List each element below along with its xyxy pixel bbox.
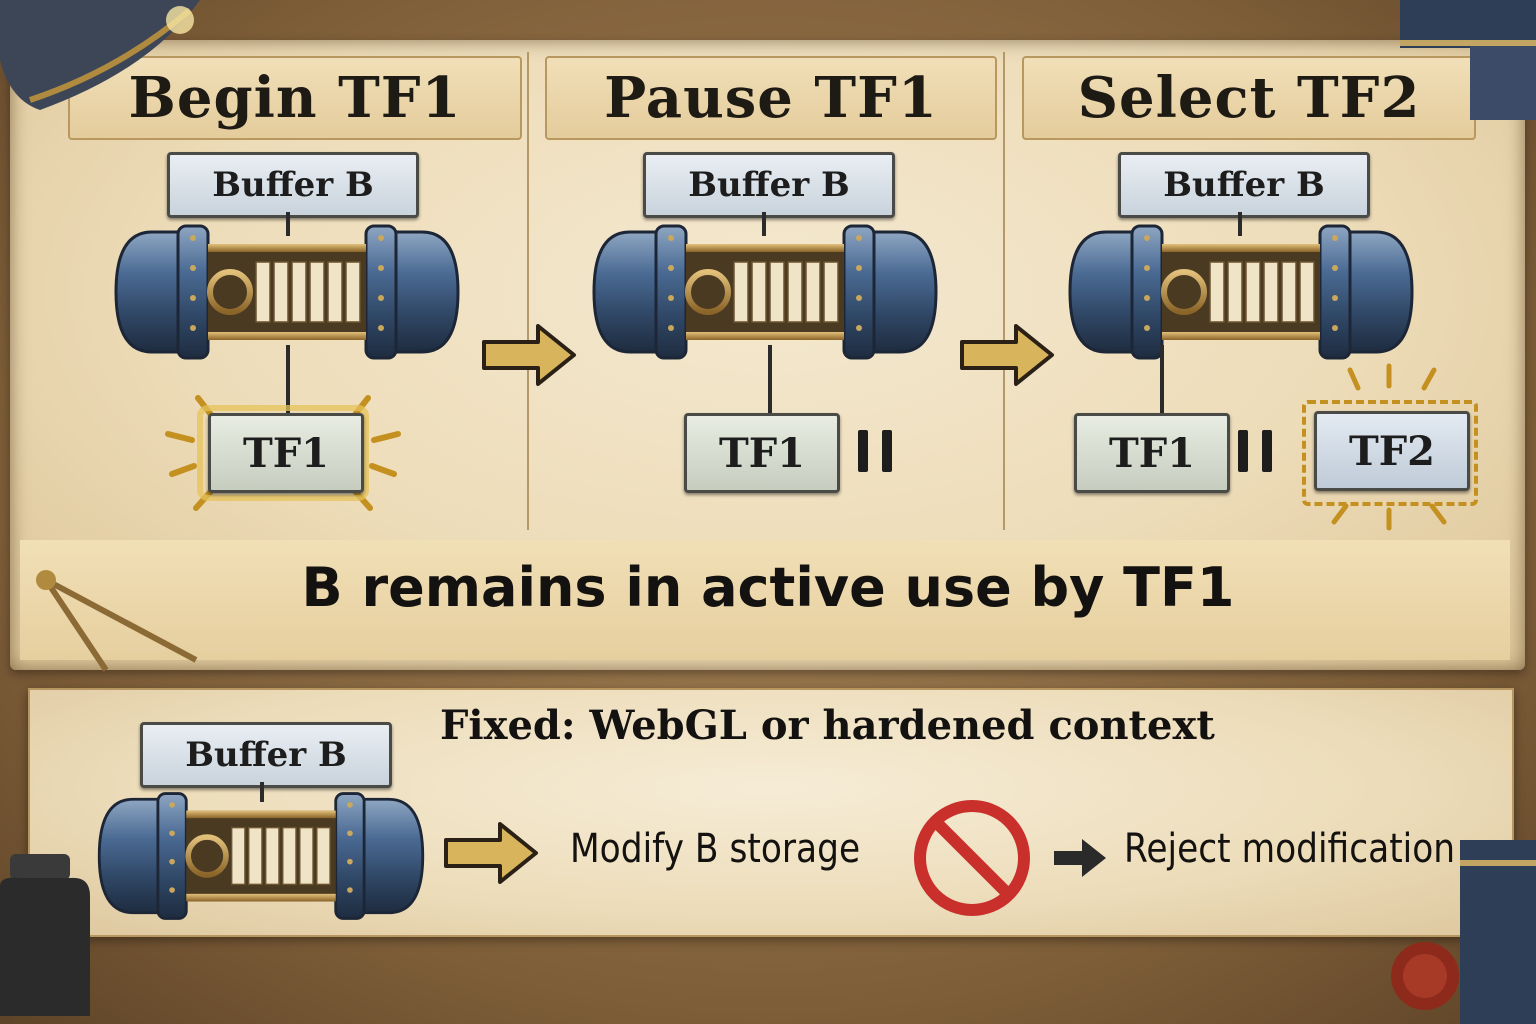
tf2-plate: TF2 [1314, 411, 1470, 491]
action-text: Modify B storage [570, 826, 861, 872]
step-divider [1003, 52, 1005, 530]
step-divider [527, 52, 529, 530]
wire [286, 345, 290, 413]
no-entry-icon [914, 800, 1030, 916]
wire [762, 212, 766, 236]
highlight-rays-icon [1331, 363, 1447, 531]
step-title-pause: Pause TF1 [545, 56, 997, 140]
pause-icon [1238, 430, 1272, 472]
step-title-select: Select TF2 [1022, 56, 1476, 140]
tf1-label: TF1 [1109, 429, 1195, 477]
wire [1160, 345, 1164, 413]
book-icon [1460, 840, 1536, 1024]
book-stack-icon [1400, 0, 1536, 120]
buffer-label: Buffer B [688, 165, 850, 205]
buffer-tank-icon [590, 218, 940, 366]
step-title-begin: Begin TF1 [68, 56, 522, 140]
buffer-plate: Buffer B [167, 152, 419, 218]
fix-title: Fixed: WebGL or hardened context [440, 702, 1215, 749]
wax-seal-icon [1391, 942, 1459, 1010]
right-arrow-icon [444, 822, 538, 884]
tf2-label: TF2 [1349, 427, 1435, 475]
result-text: Reject modification [1124, 826, 1456, 872]
highlight-rays-icon [165, 395, 401, 511]
right-arrow-icon [960, 324, 1054, 386]
status-banner-text: B remains in active use by TF1 [301, 556, 1235, 619]
wire [286, 212, 290, 236]
status-banner [20, 540, 1510, 660]
tf1-label: TF1 [243, 429, 329, 477]
buffer-plate: Buffer B [643, 152, 895, 218]
tf1-plate: TF1 [684, 413, 840, 493]
buffer-plate: Buffer B [140, 722, 392, 788]
buffer-tank-icon [1066, 218, 1416, 366]
compass-icon [36, 570, 198, 672]
tf1-plate: TF1 [208, 413, 364, 493]
wire [1238, 212, 1242, 236]
buffer-label: Buffer B [185, 735, 347, 775]
buffer-plate: Buffer B [1118, 152, 1370, 218]
wire [260, 782, 264, 802]
lamp-icon [0, 0, 200, 110]
wire [768, 345, 772, 413]
buffer-tank-icon [112, 218, 462, 366]
buffer-label: Buffer B [1163, 165, 1325, 205]
tf2-selection-box [1302, 400, 1478, 506]
tf1-plate: TF1 [1074, 413, 1230, 493]
small-arrow-icon [1054, 839, 1106, 877]
pause-icon [858, 430, 892, 472]
buffer-label: Buffer B [212, 165, 374, 205]
right-arrow-icon [482, 324, 576, 386]
inkwell-icon [0, 854, 90, 1016]
buffer-tank-icon [86, 786, 436, 926]
tf1-label: TF1 [719, 429, 805, 477]
